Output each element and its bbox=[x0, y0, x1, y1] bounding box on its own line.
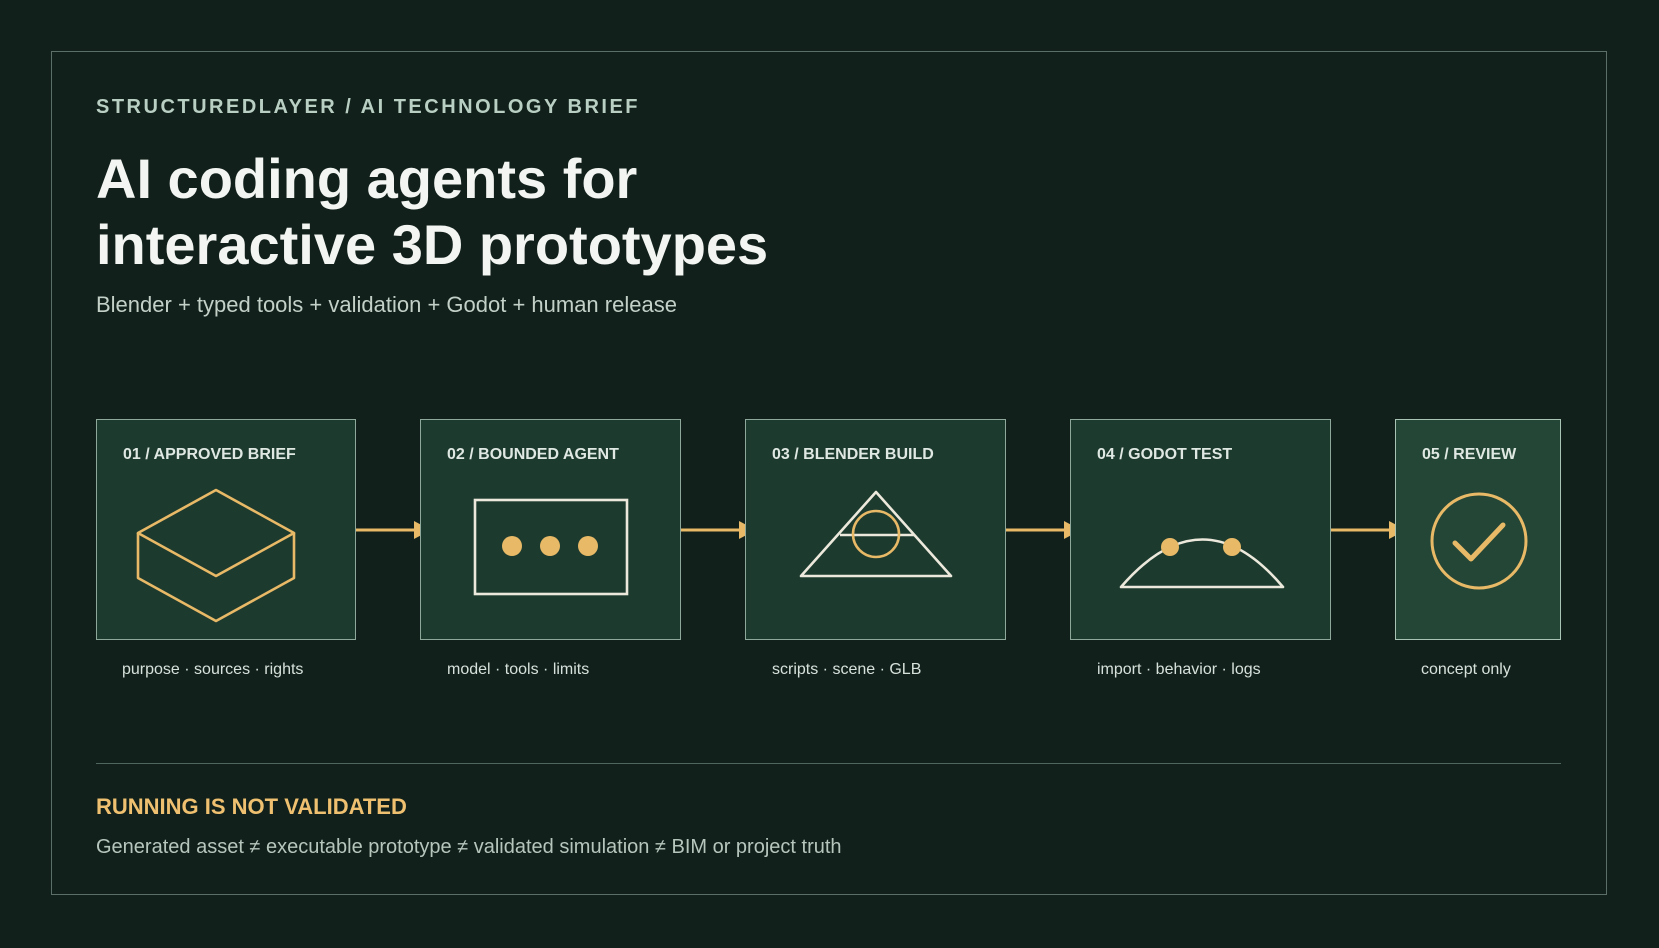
warning-heading: RUNNING IS NOT VALIDATED bbox=[96, 794, 407, 819]
step-caption: scripts · scene · GLB bbox=[772, 661, 922, 678]
isometric-box-icon bbox=[136, 488, 296, 623]
step-label: 04 / GODOT TEST bbox=[1097, 446, 1232, 464]
divider bbox=[96, 763, 1561, 764]
step-caption: concept only bbox=[1421, 661, 1511, 678]
step-caption: purpose · sources · rights bbox=[122, 661, 304, 678]
step-number: 05 / bbox=[1422, 446, 1449, 463]
check-circle-icon bbox=[1430, 492, 1528, 590]
terminal-dots-icon bbox=[473, 498, 629, 596]
step-name: BLENDER BUILD bbox=[803, 446, 934, 463]
page-title: AI coding agents for interactive 3D prot… bbox=[96, 146, 768, 278]
eyebrow-label: STRUCTUREDLAYER / AI TECHNOLOGY BRIEF bbox=[96, 96, 641, 118]
step-caption: model · tools · limits bbox=[447, 661, 590, 678]
step-bounded-agent: 02 / BOUNDED AGENT bbox=[420, 419, 681, 640]
brief-frame bbox=[51, 51, 1607, 895]
step-label: 01 / APPROVED BRIEF bbox=[123, 446, 296, 464]
arc-dots-icon bbox=[1119, 538, 1285, 589]
step-name: BOUNDED AGENT bbox=[478, 446, 619, 463]
step-godot-test: 04 / GODOT TEST bbox=[1070, 419, 1331, 640]
title-line-2: interactive 3D prototypes bbox=[96, 213, 769, 276]
step-label: 03 / BLENDER BUILD bbox=[772, 446, 934, 464]
step-blender-build: 03 / BLENDER BUILD bbox=[745, 419, 1006, 640]
step-name: APPROVED BRIEF bbox=[153, 446, 296, 463]
subtitle: Blender + typed tools + validation + God… bbox=[96, 292, 677, 317]
step-approved-brief: 01 / APPROVED BRIEF bbox=[96, 419, 356, 640]
step-number: 01 / bbox=[123, 446, 150, 463]
footer-note: Generated asset ≠ executable prototype ≠… bbox=[96, 836, 842, 858]
triangle-circle-icon bbox=[799, 490, 953, 578]
step-number: 02 / bbox=[447, 446, 474, 463]
step-number: 03 / bbox=[772, 446, 799, 463]
step-name: GODOT TEST bbox=[1128, 446, 1233, 463]
step-label: 05 / REVIEW bbox=[1422, 446, 1516, 464]
step-review: 05 / REVIEW bbox=[1395, 419, 1561, 640]
step-caption: import · behavior · logs bbox=[1097, 661, 1261, 678]
step-name: REVIEW bbox=[1453, 446, 1517, 463]
step-label: 02 / BOUNDED AGENT bbox=[447, 446, 619, 464]
step-number: 04 / bbox=[1097, 446, 1124, 463]
title-line-1: AI coding agents for bbox=[96, 147, 638, 210]
